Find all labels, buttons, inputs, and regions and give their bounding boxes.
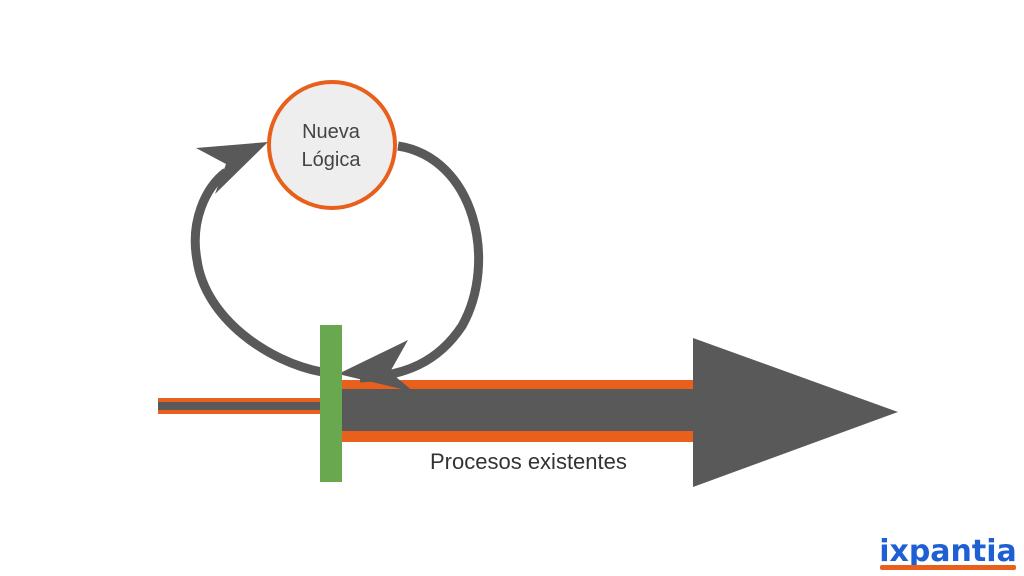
circle-label-line2: Lógica — [302, 149, 362, 171]
incoming-process-line — [158, 398, 322, 414]
loop-arrow-right — [338, 141, 484, 392]
new-logic-node: Nueva Lógica — [267, 80, 397, 210]
existing-processes-label: Procesos existentes — [430, 449, 627, 474]
logo-text: ixpantia — [879, 534, 1017, 569]
loop-arrow-left — [190, 142, 323, 377]
logo-underline — [880, 565, 1016, 570]
circle-label-line1: Nueva — [302, 121, 361, 143]
existing-processes-arrow — [340, 338, 898, 487]
integration-point-bar — [320, 325, 342, 482]
new-logic-circle — [267, 80, 397, 210]
ixpantia-logo: ixpantia — [879, 534, 1017, 570]
